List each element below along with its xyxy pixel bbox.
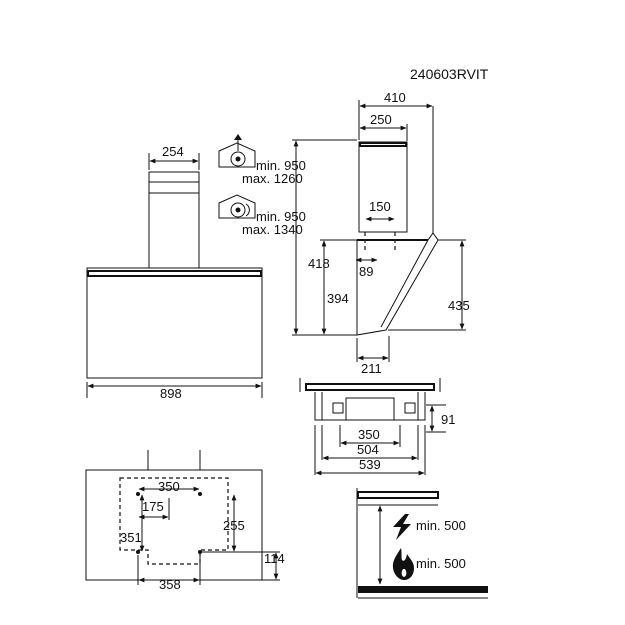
height-418-label: 418: [308, 256, 330, 271]
mount-hole-top-right: [198, 492, 202, 496]
height-351-label: 351: [120, 530, 142, 545]
chimney-depth-label: 250: [370, 112, 392, 127]
hood-width-label: 898: [160, 386, 182, 401]
mount-hole-top-left: [136, 492, 140, 496]
bottom-depth-label: 91: [441, 412, 455, 427]
bottom-holes-label: 358: [159, 577, 181, 592]
right-lamp: [404, 402, 416, 414]
hood-underside: [357, 491, 439, 499]
recirculation-min-label: min. 950: [256, 209, 306, 224]
chimney-width-label: 254: [162, 144, 184, 159]
bottom-view: 91 350 504 539: [299, 378, 455, 476]
chimney-outline: [148, 171, 200, 269]
top-holes-label: 350: [158, 479, 180, 494]
left-lamp: [332, 402, 344, 414]
ducting-fan-icon: [218, 134, 256, 168]
ducting-min-label: min. 950: [256, 158, 306, 173]
mounting-view: 350 175 255 351 114 358: [85, 450, 285, 592]
outer-width-label: 539: [359, 457, 381, 472]
hood-top-panel: [87, 270, 262, 277]
front-view: 254 898 min. 950 max. 1260 min. 950 max.…: [86, 134, 306, 401]
model-code: 240603RVIT: [410, 66, 489, 82]
electric-clearance-label: min. 500: [416, 518, 466, 533]
bottom-filter-box: [345, 397, 395, 421]
recirculation-max-label: max. 1340: [242, 222, 303, 237]
depth-total-label: 410: [384, 90, 406, 105]
outlet-inset-label: 89: [359, 264, 373, 279]
mount-hole-bottom-left: [136, 550, 140, 554]
electric-hob-icon: [393, 514, 411, 540]
inner-width-label: 350: [358, 427, 380, 442]
height-394-label: 394: [327, 291, 349, 306]
hob-surface: [358, 586, 488, 593]
height-255-label: 255: [223, 518, 245, 533]
clearance-view: min. 500 min. 500: [356, 488, 488, 599]
mid-width-label: 504: [357, 442, 379, 457]
side-hood-outline: [356, 232, 439, 336]
height-435-label: 435: [448, 298, 470, 313]
outlet-offset-label: 150: [369, 199, 391, 214]
gas-clearance-label: min. 500: [416, 556, 466, 571]
ducting-max-label: max. 1260: [242, 171, 303, 186]
bottom-top-panel: [305, 383, 435, 391]
side-view: 410 250 150 89 418 394 435 211: [292, 90, 470, 376]
offset-114-label: 114: [264, 551, 285, 566]
hood-body-outline: [86, 267, 263, 379]
recirculation-filter-icon: [218, 194, 256, 219]
bottom-depth-label: 211: [361, 361, 382, 376]
offset-175-label: 175: [142, 499, 164, 514]
gas-flame-icon: [392, 548, 414, 580]
side-chimney-cap: [359, 142, 407, 147]
